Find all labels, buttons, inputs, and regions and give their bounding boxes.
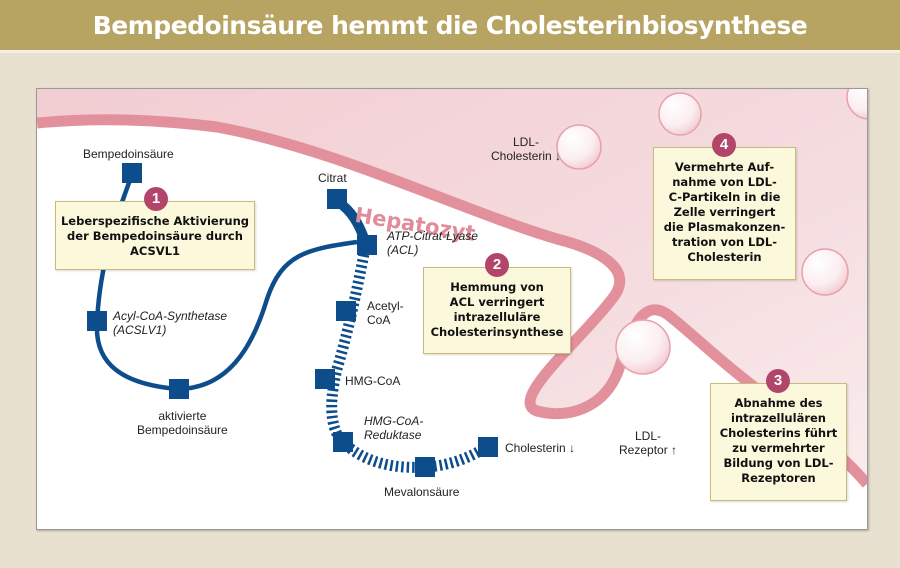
node-cholesterin <box>478 437 498 457</box>
step-box-3: Abnahme des intrazellulären Cholesterins… <box>710 383 847 501</box>
title-bar: Bempedoinsäure hemmt die Cholesterinbios… <box>0 0 900 53</box>
step-text-line: Cholesterinsynthese <box>430 325 564 339</box>
label-line: LDL- <box>635 429 662 443</box>
node-acetyl-coa <box>336 301 356 321</box>
label-hmg-coa: HMG-CoA <box>345 374 401 388</box>
step-text-line: C-Partikeln in die <box>668 190 781 204</box>
step-badge-3: 3 <box>766 369 790 393</box>
ldl-particle <box>801 248 849 296</box>
label-bempedoinsaeure: Bempedoinsäure <box>83 147 174 161</box>
step-text-line: Cholesterin <box>687 250 762 264</box>
step-text-line: die Plasmakonzen- <box>663 220 786 234</box>
step-text-line: Rezeptoren <box>741 471 816 485</box>
step-box-1: Leberspezifische Aktivierung der Bempedo… <box>55 201 255 270</box>
node-acyl-coa-synthetase <box>87 311 107 331</box>
ldl-particle <box>658 92 702 136</box>
step-text-line: Cholesterins führt <box>719 426 838 440</box>
step-text-line: Vermehrte Auf- <box>674 160 775 174</box>
step-text-line: intrazellulären <box>731 411 826 425</box>
node-citrat <box>327 189 347 209</box>
label-line: Acyl-CoA-Synthetase <box>113 309 228 323</box>
label-line: Rezeptor ↑ <box>619 443 678 457</box>
step-text-line: tration von LDL- <box>671 235 778 249</box>
node-hmg-coa-reduktase <box>333 432 353 452</box>
label-acyl-coa-synthetase: Acyl-CoA-Synthetase (ACSLV1) <box>113 309 227 337</box>
step-text-line: ACL verringert <box>449 295 545 309</box>
step-text-line: zu vermehrter <box>732 441 825 455</box>
ldl-particle <box>615 319 671 375</box>
label-acetyl-coa: Acetyl- CoA <box>367 299 404 327</box>
step-text-line: Hemmung von <box>450 280 544 294</box>
label-line: ATP-Citrat-Lyase <box>387 229 478 243</box>
label-line: aktivierte <box>158 409 207 423</box>
diagram-panel: Hepatozyt Bempedoinsäure Acyl-CoA-Synthe… <box>36 88 868 530</box>
node-acl <box>357 235 377 255</box>
label-line: (ACSLV1) <box>113 323 167 337</box>
label-hmg-coa-reduktase: HMG-CoA- Reduktase <box>364 414 423 442</box>
label-line: LDL- <box>513 135 540 149</box>
label-ldl-cholesterin: LDL- Cholesterin ↓ <box>491 135 561 163</box>
label-line: (ACL) <box>387 243 419 257</box>
step-text-line: nahme von LDL- <box>672 175 777 189</box>
step-badge-4: 4 <box>712 133 736 157</box>
step-text-line: intrazelluläre <box>453 310 541 324</box>
label-ldl-rezeptor: LDL- Rezeptor ↑ <box>619 429 677 457</box>
page-title: Bempedoinsäure hemmt die Cholesterinbios… <box>92 10 808 40</box>
step-text-line: ACSVL1 <box>129 244 181 258</box>
ldl-particle <box>556 124 602 170</box>
node-hmg-coa <box>315 369 335 389</box>
label-line: Acetyl- <box>367 299 404 313</box>
step-badge-1: 1 <box>144 187 168 211</box>
step-text-line: Abnahme des <box>734 396 823 410</box>
label-aktivierte-bempedoinsaeure: aktivierte Bempedoinsäure <box>137 409 228 437</box>
step-text-line: Bildung von LDL- <box>723 456 834 470</box>
cell-membrane <box>37 114 867 488</box>
label-cholesterin: Cholesterin ↓ <box>505 441 576 455</box>
node-mevalonsaeure <box>415 457 435 477</box>
label-line: Cholesterin ↓ <box>491 149 562 163</box>
node-bempedoinsaeure <box>122 163 142 183</box>
label-citrat: Citrat <box>318 171 347 185</box>
label-line: CoA <box>367 313 391 327</box>
step-box-4: Vermehrte Auf- nahme von LDL- C-Partikel… <box>653 147 796 280</box>
step-text-line: Zelle verringert <box>673 205 776 219</box>
step-badge-2: 2 <box>485 253 509 277</box>
ldl-particle <box>846 89 867 120</box>
step-text-line: Leberspezifische Aktivierung <box>60 214 250 228</box>
label-line: Bempedoinsäure <box>137 423 228 437</box>
node-aktivierte-bempedoinsaeure <box>169 379 189 399</box>
label-line: Reduktase <box>364 428 422 442</box>
label-atp-citrat-lyase: ATP-Citrat-Lyase (ACL) <box>387 229 478 257</box>
label-line: HMG-CoA- <box>364 414 424 428</box>
label-mevalonsaeure: Mevalonsäure <box>384 485 460 499</box>
step-box-2: Hemmung von ACL verringert intrazellulär… <box>423 267 571 354</box>
step-text-line: der Bempedoinsäure durch <box>67 229 243 243</box>
